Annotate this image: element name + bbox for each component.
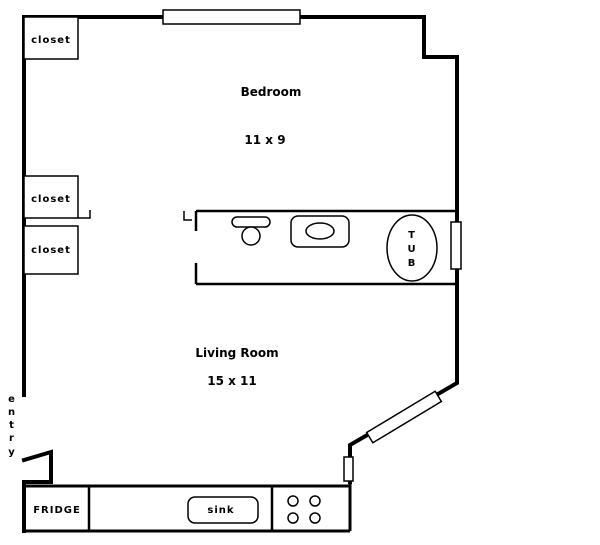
closet-middle: closet	[23, 175, 79, 219]
toilet-tank	[231, 216, 271, 228]
window-bathroom	[450, 221, 462, 270]
closet-middle-label: closet	[31, 194, 71, 205]
tub-letter-3: B	[408, 258, 417, 269]
fridge-label: FRIDGE	[33, 505, 81, 516]
burner-icon	[309, 495, 321, 507]
stove	[287, 495, 321, 524]
window-kitchen	[343, 456, 354, 482]
entry-letter-2: n	[8, 407, 16, 418]
burner-icon	[287, 495, 299, 507]
toilet-bowl	[241, 226, 261, 246]
bedroom-size: 11 x 9	[244, 133, 285, 147]
kitchen-counter	[24, 482, 352, 533]
closet-lower-label: closet	[31, 245, 71, 256]
entry-letter-3: t	[9, 420, 15, 431]
kitchen-sink-label: sink	[207, 505, 234, 516]
wall-entry-lower	[21, 449, 53, 484]
window-diagonal	[365, 390, 443, 444]
kitchen-sink: sink	[187, 496, 259, 524]
bedroom-name: Bedroom	[241, 85, 302, 99]
burner-icon	[287, 512, 299, 524]
entry-label: e n t r y	[8, 394, 16, 458]
window-top	[162, 9, 301, 25]
living-room-size: 15 x 11	[207, 374, 257, 388]
bathroom-door-stub	[183, 211, 192, 221]
closet-lower: closet	[23, 225, 79, 275]
entry-letter-4: r	[9, 433, 15, 444]
toilet	[231, 216, 271, 246]
entry-letter-1: e	[8, 394, 16, 405]
burner-icon	[309, 512, 321, 524]
tub-letter-2: U	[407, 244, 416, 255]
closet-top: closet	[23, 16, 79, 60]
tub-letter-1: T	[408, 230, 416, 241]
living-room-name: Living Room	[195, 346, 278, 360]
tub: T U B	[386, 214, 438, 282]
bathroom-walls	[194, 209, 457, 286]
entry-letter-5: y	[8, 447, 16, 458]
closet-top-label: closet	[31, 35, 71, 46]
closet-door-stub	[78, 210, 91, 219]
bathroom-sink	[290, 215, 350, 248]
